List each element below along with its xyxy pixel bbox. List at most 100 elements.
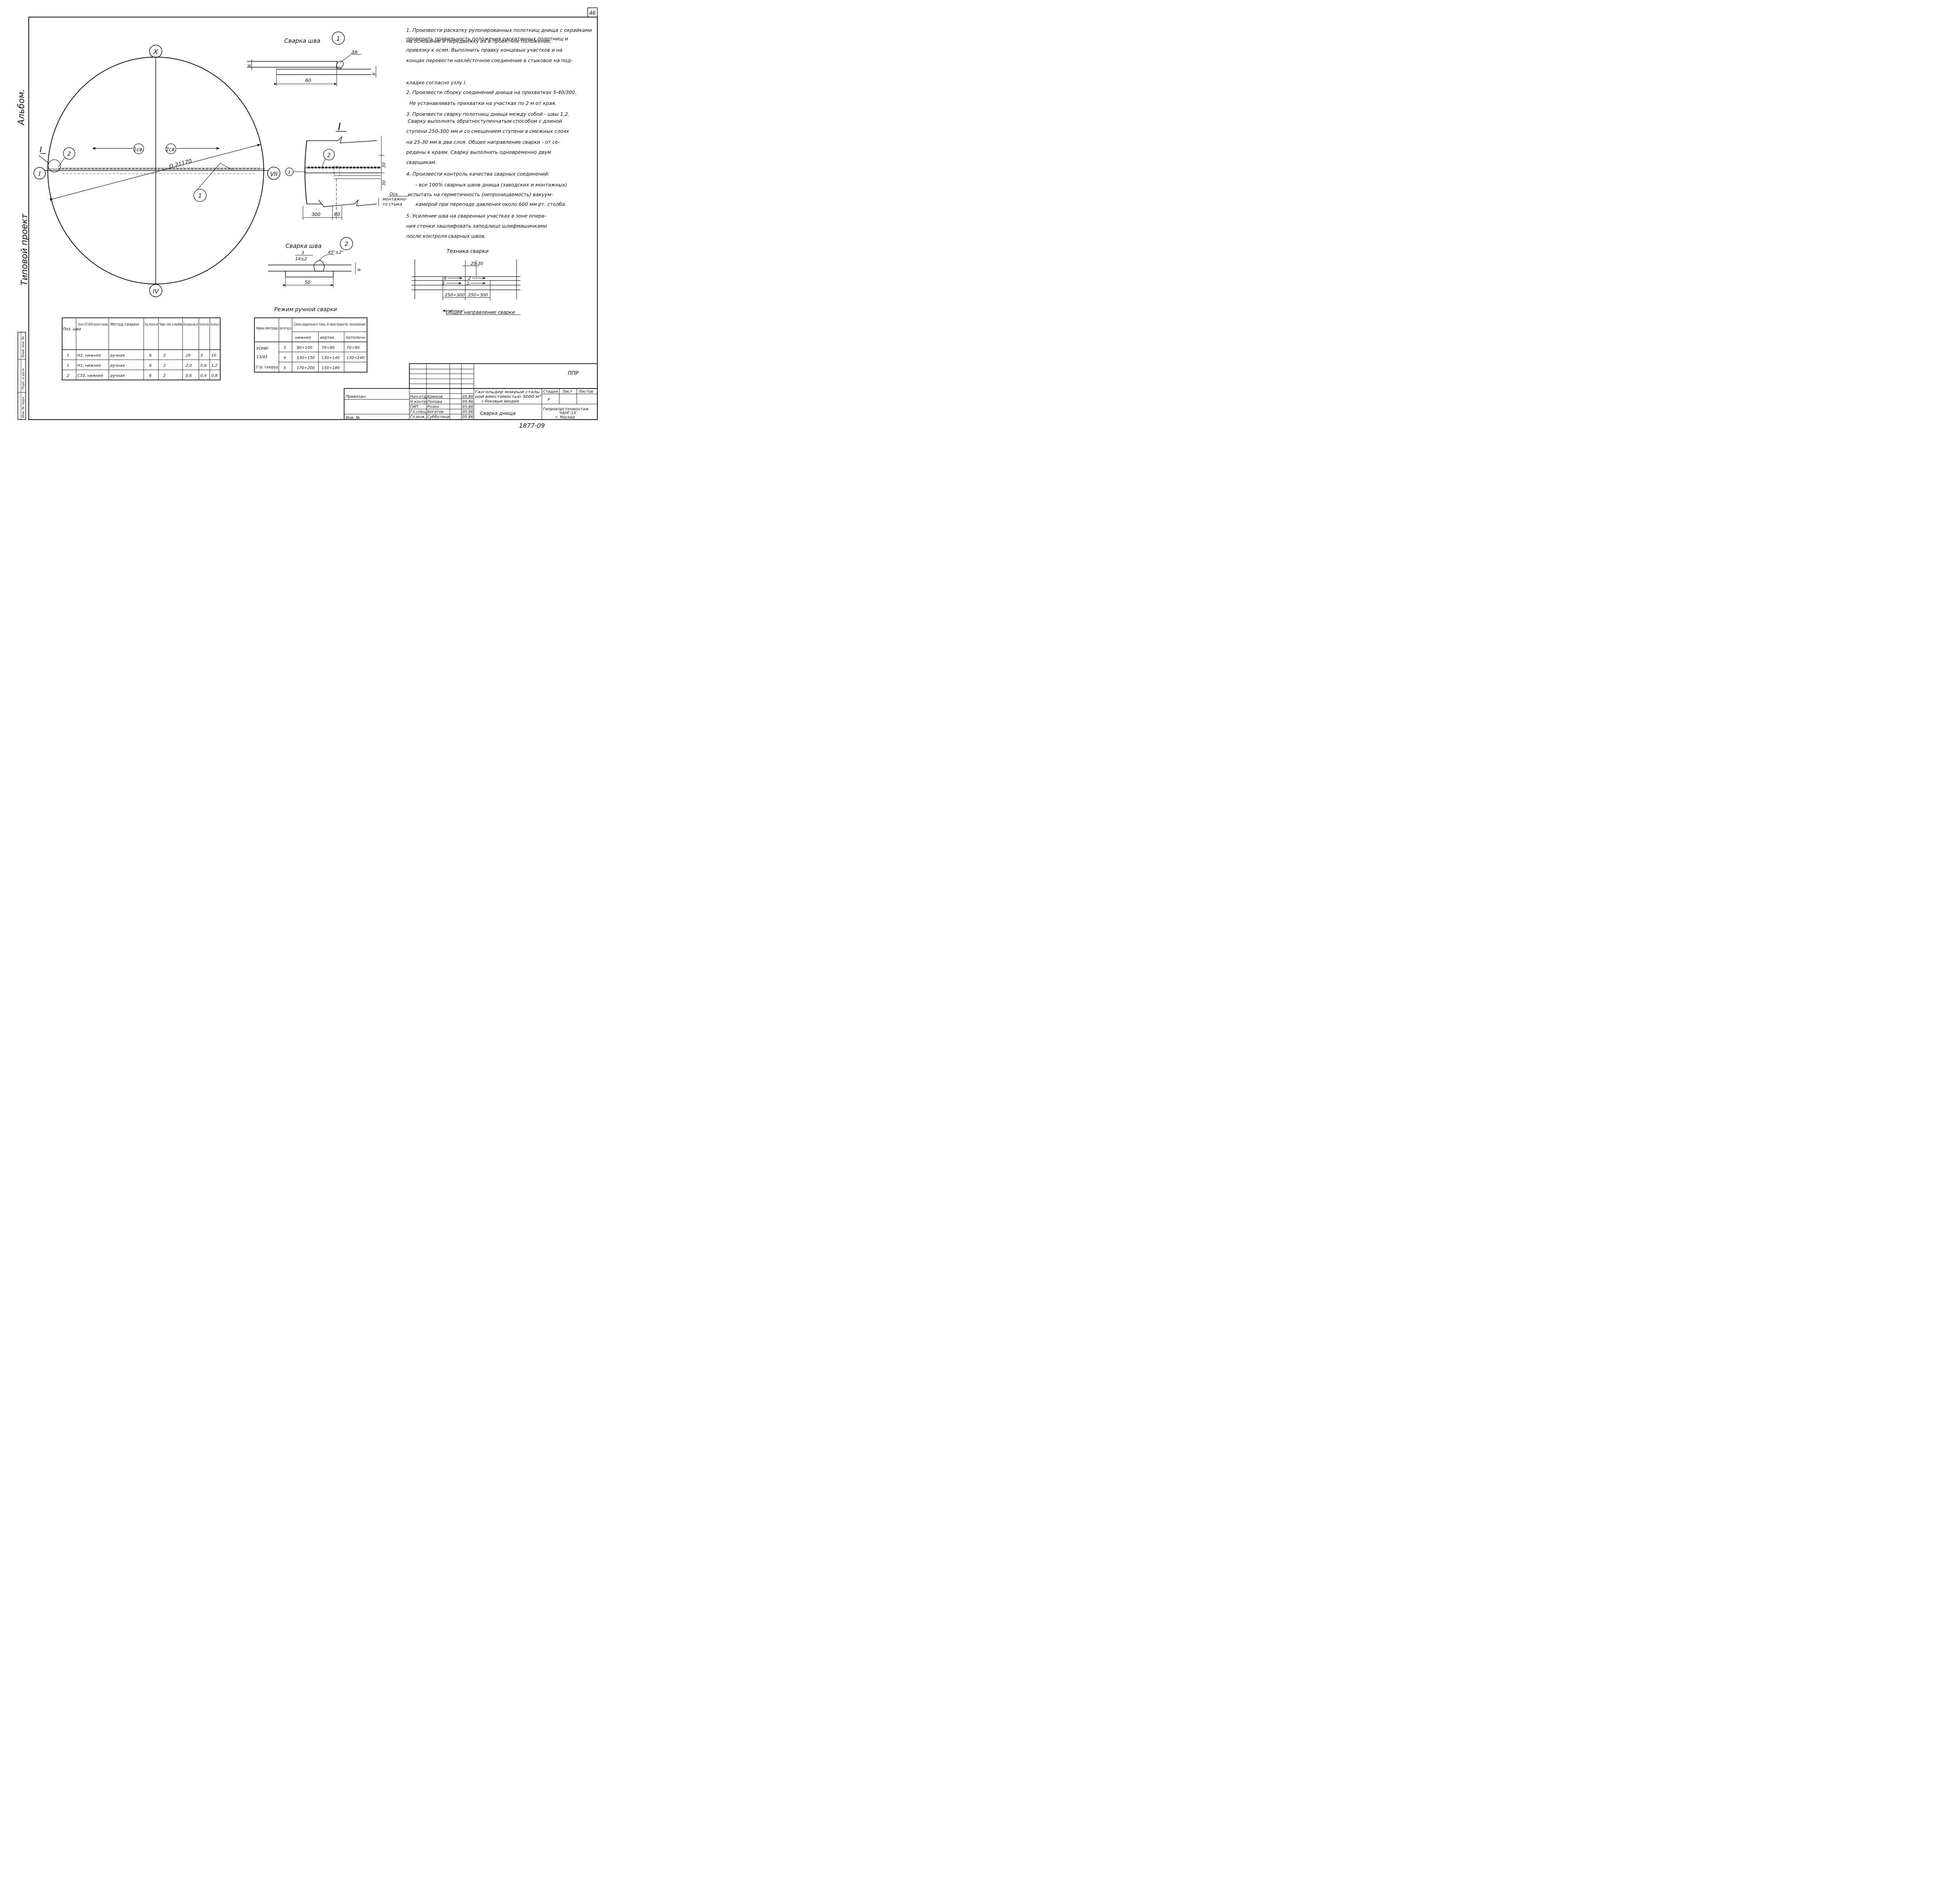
- weld-table-cell: 2: [163, 364, 165, 368]
- weld-table-cell: 20: [186, 354, 191, 358]
- tb-linked: Привязан:: [346, 395, 367, 399]
- tb-role: ГИП: [410, 405, 418, 409]
- detailI-axis: I: [289, 169, 290, 176]
- tb-name: Попова: [427, 400, 442, 404]
- direction-label-1: 1св.: [133, 147, 144, 153]
- tb-drawing-no: 1877-09: [519, 422, 545, 429]
- wt-h5: Длина сварных швов, мм: [183, 322, 198, 327]
- wt-h0: Поз. шва: [63, 327, 81, 331]
- note-line: 4. Произвести контроль качества сварных …: [406, 171, 550, 177]
- detail2-width: 50: [305, 280, 311, 285]
- note-line: Не устанавливать прихватки на участках п…: [409, 100, 557, 106]
- weld-table-cell: 2,0: [186, 364, 192, 368]
- wt-h2: Метод сварки: [110, 322, 139, 327]
- tb-desc-1: ной вместимостью 3000 м³: [475, 395, 541, 399]
- tb-name: Розен: [427, 405, 439, 409]
- note-line: проверить правильность положения раската…: [406, 36, 568, 42]
- detail2-gap: 3: [301, 250, 304, 255]
- mt-h2: Сила сварочного тока, А пространств. пол…: [294, 322, 365, 327]
- title-block: ППР Газгольдер мокрый сталь- ной вместим…: [344, 363, 598, 429]
- sheet-frame: [28, 17, 598, 420]
- weld-table-cell: 2: [67, 374, 69, 378]
- note-line: - все 100% сварных швов днища (заводских…: [416, 182, 567, 188]
- mt-sub1: вертик.: [320, 336, 336, 340]
- weld-table-cell: 1,2: [211, 364, 218, 368]
- note-line: концах перевести нахлёсточное соединение…: [406, 57, 573, 63]
- welding-technique: Техника сварки 25-30 250÷300 250÷300 4 2…: [412, 249, 520, 315]
- detailI-wall-axis-3: го стыка: [383, 202, 402, 207]
- mode-title: Режим ручной сварки: [274, 307, 337, 313]
- mt-h1: Диам. элект-рода, мм: [280, 326, 291, 331]
- seam-ref-2-bubble: [63, 147, 75, 160]
- axis-label-top: X: [153, 48, 158, 56]
- tb-inv: Инв. №: [346, 416, 360, 420]
- note-line: 3. Произвести сварку полотнищ днища межд…: [406, 111, 570, 117]
- axis-label-bottom: IV: [153, 288, 159, 295]
- note-line: редины к краям. Сварку выполнять одновре…: [406, 149, 551, 155]
- detail1-thickness-top: 6: [247, 64, 252, 67]
- detailI-wall-axis-2: монтажно-: [383, 197, 407, 202]
- sheet-number-box: [587, 7, 598, 17]
- note-line: после контроля сварных швов.: [406, 233, 486, 239]
- tb-stage-h2: Листов: [578, 390, 593, 394]
- tb-role: Гл.спец.: [410, 410, 427, 414]
- mode-table-cell: 5: [284, 366, 286, 370]
- weld-table: Поз. шва Тип шва по ГОСТ 5264-80, простр…: [62, 317, 221, 380]
- mt-electrode-0: УОНИ-: [256, 347, 269, 351]
- weld-table-cell: 0,8: [211, 374, 218, 378]
- tb-org-1: ЧАНГ-1Х: [559, 411, 577, 415]
- detailI-title: I: [338, 121, 341, 133]
- wt-h3: Толщ. металла, мм: [144, 322, 158, 327]
- tb-name: Богатов: [427, 410, 444, 414]
- tb-date: 05.86: [462, 400, 473, 404]
- weld-table-cell: 2: [163, 354, 165, 358]
- weld-table-cell: 6: [149, 374, 151, 378]
- technique-dim-1: 250÷300: [445, 293, 465, 298]
- project-label: Типовой проект: [20, 213, 30, 286]
- detail-node-I: I 2 I 30 30 300 60 Ось монтажно- го стык…: [285, 121, 408, 220]
- detail2-depth: 14±2: [295, 256, 307, 261]
- note-line: испытать на герметичность (непроницаемос…: [408, 192, 553, 197]
- note-line: 5. Усиление шва на сваренных участках в …: [406, 213, 546, 219]
- weld-table-cell: 0,4: [200, 374, 207, 378]
- tb-date: 05.86: [462, 395, 473, 399]
- wt-h7: Расход электро-дов, кг: [211, 322, 220, 327]
- detailI-dim-60: 60: [334, 212, 340, 217]
- weld-table-cell: 10: [211, 354, 216, 358]
- wt-h4: Чис-ло слоёв: [159, 322, 182, 327]
- welding-mode-table: Режим ручной сварки Марка электрода Диам…: [254, 307, 367, 373]
- tb-role: Гл.инж.: [410, 415, 426, 419]
- mode-table-cell: 80÷100: [297, 346, 312, 350]
- tb-name: Крюков: [427, 395, 443, 399]
- detailI-dim-top: 30: [381, 162, 386, 168]
- technique-title: Техника сварки: [447, 249, 489, 254]
- note-line: ния стенки зашлифовать заподлицо шлифмаш…: [406, 223, 547, 229]
- mode-table-cell: 3: [284, 346, 286, 350]
- mode-table-cell: 130÷140: [346, 356, 365, 360]
- weld-table-cell: 6: [149, 354, 151, 358]
- tb-stage-h1: Лист: [562, 390, 573, 394]
- note-line: ступени 250-300 мм и со смещением ступен…: [406, 128, 569, 134]
- weld-table-cell: 6: [149, 364, 151, 368]
- direction-label-2: 2св.: [165, 147, 176, 153]
- tb-sheet-title: Сварка днища: [480, 411, 515, 416]
- mode-table-cell: 170÷200: [297, 366, 315, 370]
- detail1-weld: Δ6: [351, 49, 358, 55]
- note-line: 2. Произвести сборку соединений днища на…: [406, 89, 577, 95]
- weld-table-cell: Н1, нижнее: [77, 364, 101, 368]
- tb-desc-2: с боковым вводом: [482, 399, 519, 404]
- stamp-replace: Взам. инв. №: [21, 336, 25, 357]
- note-line: на 25-30 мм в два слоя. Общее направлени…: [406, 139, 560, 145]
- mt-sub0: нижнее: [295, 336, 311, 340]
- note-line: Сварку выполнять обратноступенчатым спос…: [408, 118, 562, 124]
- note-line: кладке согласно узлу I.: [406, 80, 467, 85]
- weld-table-cell: Н1, нижнее: [77, 354, 101, 358]
- note-line: 1. Произвести раскатку рулонированных по…: [406, 27, 592, 44]
- mode-table-cell: 70÷90: [346, 346, 360, 350]
- seam-ref-1: 1: [198, 192, 202, 199]
- weld-table-cell: ручная: [110, 354, 125, 358]
- tb-stage: Р: [548, 398, 550, 402]
- weld-table-cell: 0,6: [186, 374, 192, 378]
- weld-table-cell: 1: [67, 364, 69, 368]
- technique-direction: Общее направление сварки: [446, 310, 515, 315]
